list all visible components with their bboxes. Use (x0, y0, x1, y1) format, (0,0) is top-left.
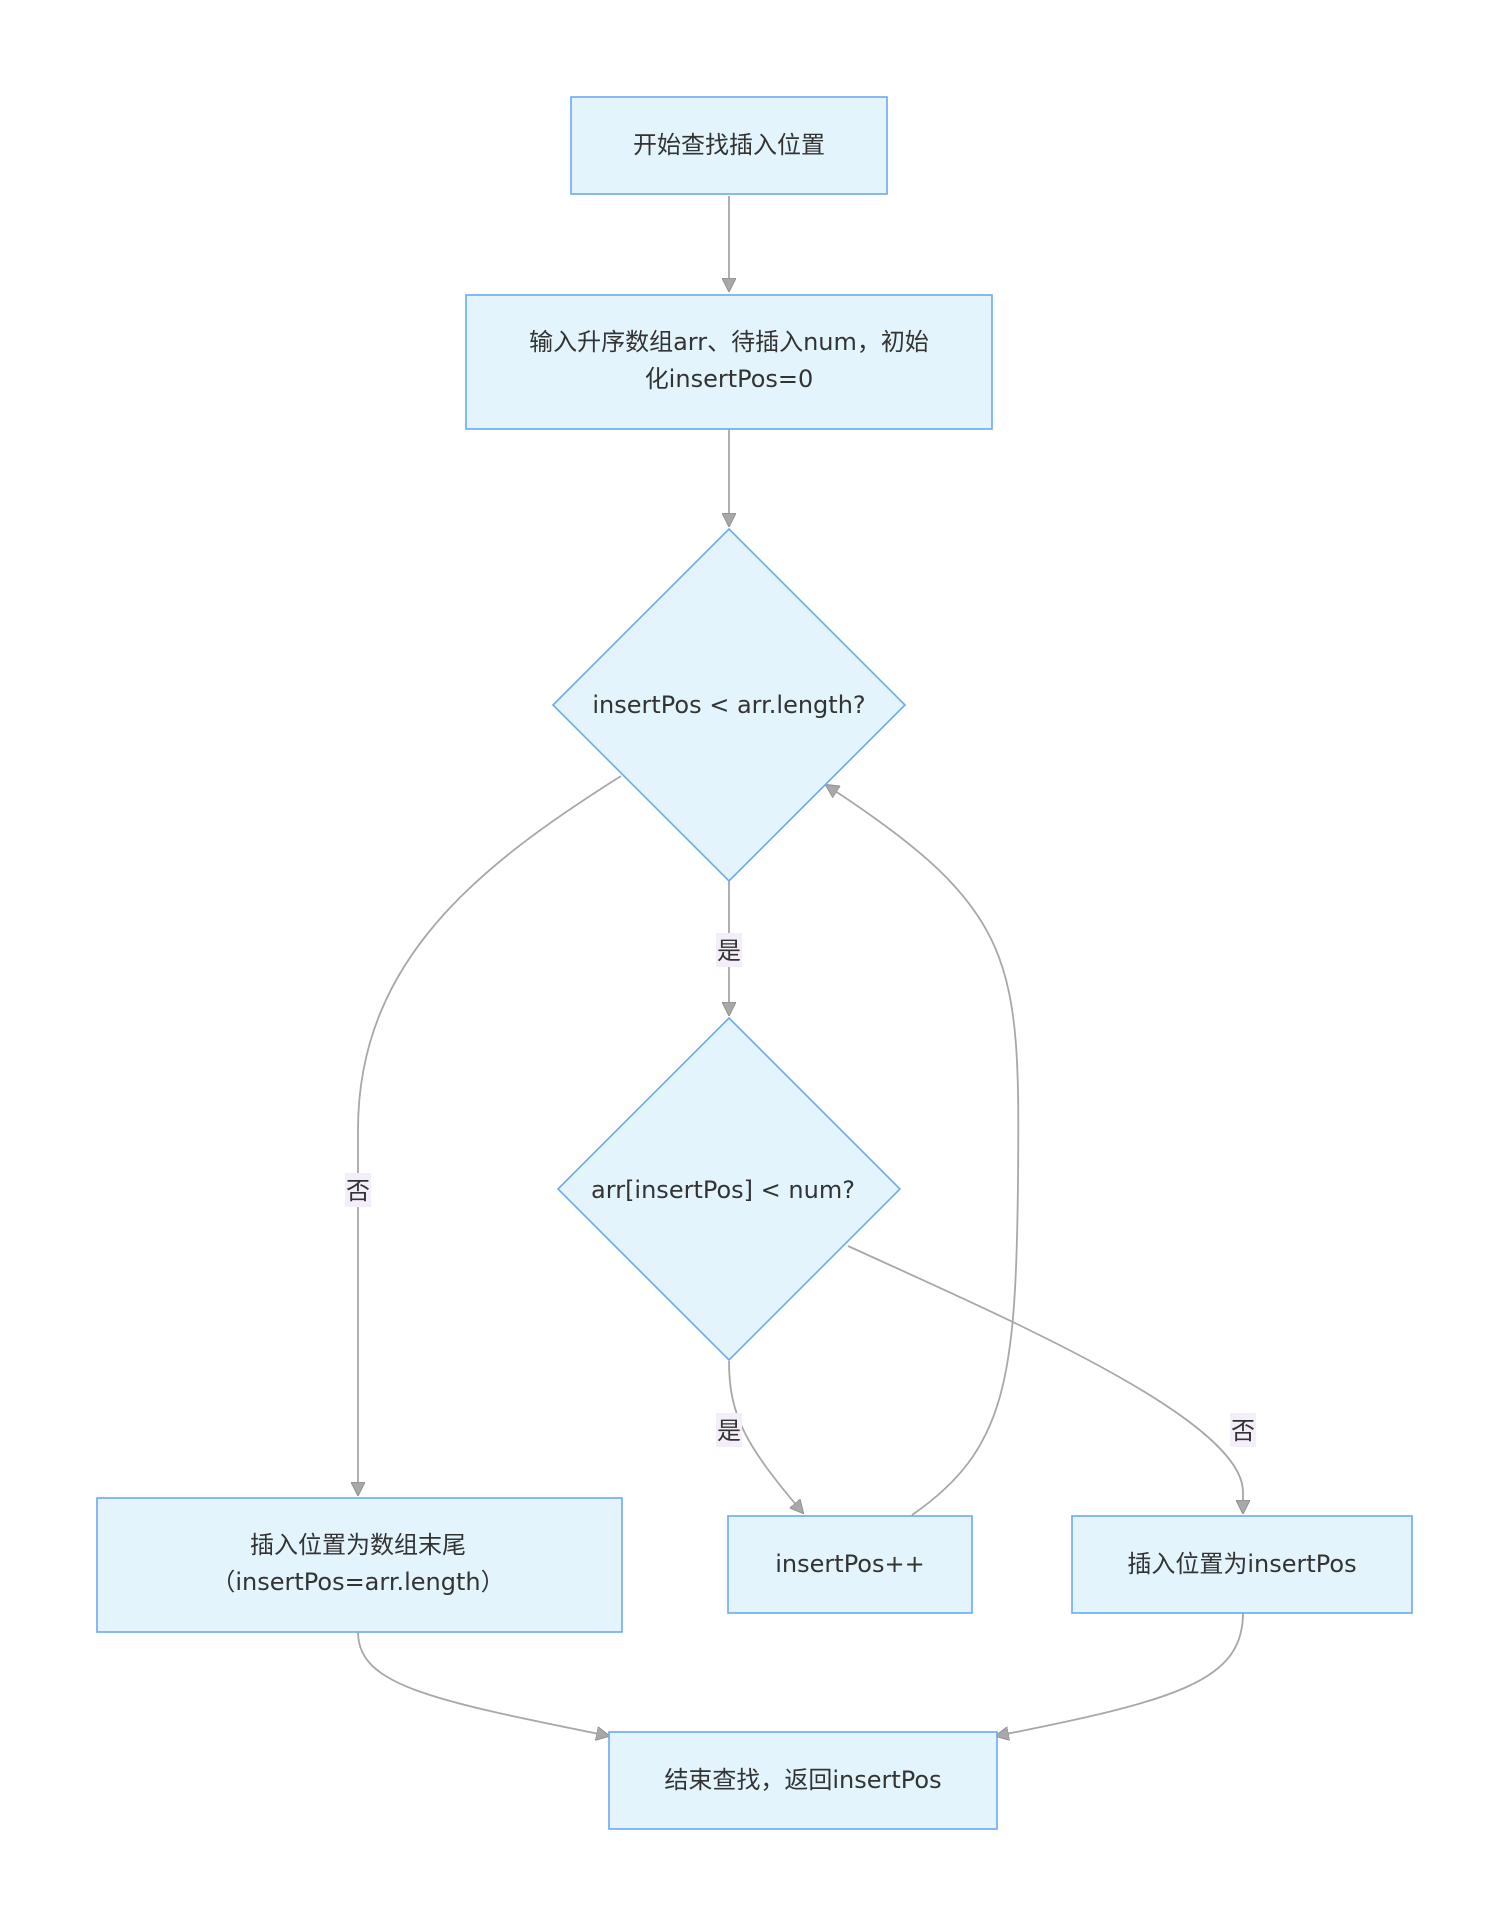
node-end-text: 结束查找，返回insertPos (664, 1766, 941, 1794)
node-input-text-line-2: 化insertPos=0 (645, 365, 814, 393)
edge-label-compare-no: 否 (1230, 1413, 1256, 1447)
node-input-text-line-1: 输入升序数组arr、待插入num，初始 (529, 328, 929, 356)
edge-insert-end-to-end (357, 1631, 609, 1736)
node-start: 开始查找插入位置 (570, 96, 888, 195)
edge-label-length-yes-text: 是 (717, 937, 741, 965)
node-insert-end-text-line-1: 插入位置为数组末尾 (250, 1531, 466, 1559)
node-increment: insertPos++ (727, 1515, 973, 1614)
edge-label-compare-yes-text: 是 (717, 1417, 741, 1445)
node-compare-text: arr[insertPos] < num? (591, 1176, 855, 1204)
node-input: 输入升序数组arr、待插入num，初始 化insertPos=0 (465, 294, 993, 430)
edge-insert-at-to-end (996, 1612, 1244, 1736)
node-compare-decision: arr[insertPos] < num? (556, 1016, 902, 1362)
node-length-check-text: insertPos < arr.length? (592, 691, 865, 719)
edge-label-compare-yes: 是 (716, 1413, 742, 1447)
edge-label-compare-no-text: 否 (1231, 1417, 1255, 1445)
edge-length-check-no (358, 775, 622, 1495)
node-increment-text: insertPos++ (775, 1550, 924, 1578)
edge-label-length-no: 否 (345, 1173, 371, 1207)
edge-label-length-yes: 是 (716, 933, 742, 967)
edge-compare-no (847, 1245, 1243, 1513)
edge-compare-yes (728, 1360, 803, 1513)
edge-label-length-no-text: 否 (346, 1177, 370, 1205)
node-insert-at: 插入位置为insertPos (1071, 1515, 1413, 1614)
node-insert-end: 插入位置为数组末尾 （insertPos=arr.length） (96, 1497, 623, 1633)
node-insert-end-text-line-2: （insertPos=arr.length） (211, 1568, 504, 1596)
node-end: 结束查找，返回insertPos (608, 1731, 998, 1830)
node-start-text: 开始查找插入位置 (633, 131, 825, 159)
node-length-check-decision: insertPos < arr.length? (551, 527, 907, 883)
node-insert-at-text: 插入位置为insertPos (1127, 1550, 1356, 1578)
edge-increment-loop-back (826, 785, 1020, 1516)
